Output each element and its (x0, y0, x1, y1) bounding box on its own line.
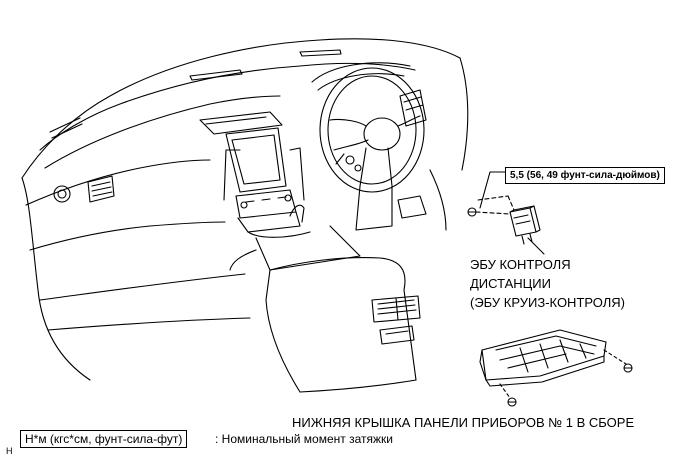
corner-mark: H (6, 446, 13, 456)
ecu-label: ЭБУ КОНТРОЛЯ ДИСТАНЦИИ (ЭБУ КРУИЗ-КОНТРО… (470, 255, 625, 312)
remote-ecu-part (467, 171, 545, 255)
torque-unit-legend-box: Н*м (кгс*см, фунт-сила-фут) (20, 430, 188, 448)
dashboard-outline (21, 38, 461, 381)
ecu-label-line-3: (ЭБУ КРУИЗ-КОНТРОЛЯ) (470, 295, 625, 310)
left-vent (53, 175, 115, 203)
center-stack (199, 111, 305, 233)
cover-label: НИЖНЯЯ КРЫШКА ПАНЕЛИ ПРИБОРОВ № 1 В СБОР… (292, 415, 635, 430)
torque-legend-description: : Номинальный момент затяжки (215, 432, 393, 446)
ecu-label-line-2: ДИСТАНЦИИ (470, 276, 551, 291)
steering-wheel (311, 57, 469, 231)
torque-spec-box: 5,5 (56, 49 фунт-сила-дюймов) (505, 167, 665, 184)
ecu-label-line-1: ЭБУ КОНТРОЛЯ (470, 257, 571, 272)
center-console (229, 204, 421, 393)
lower-panel-cover-part (479, 329, 633, 407)
